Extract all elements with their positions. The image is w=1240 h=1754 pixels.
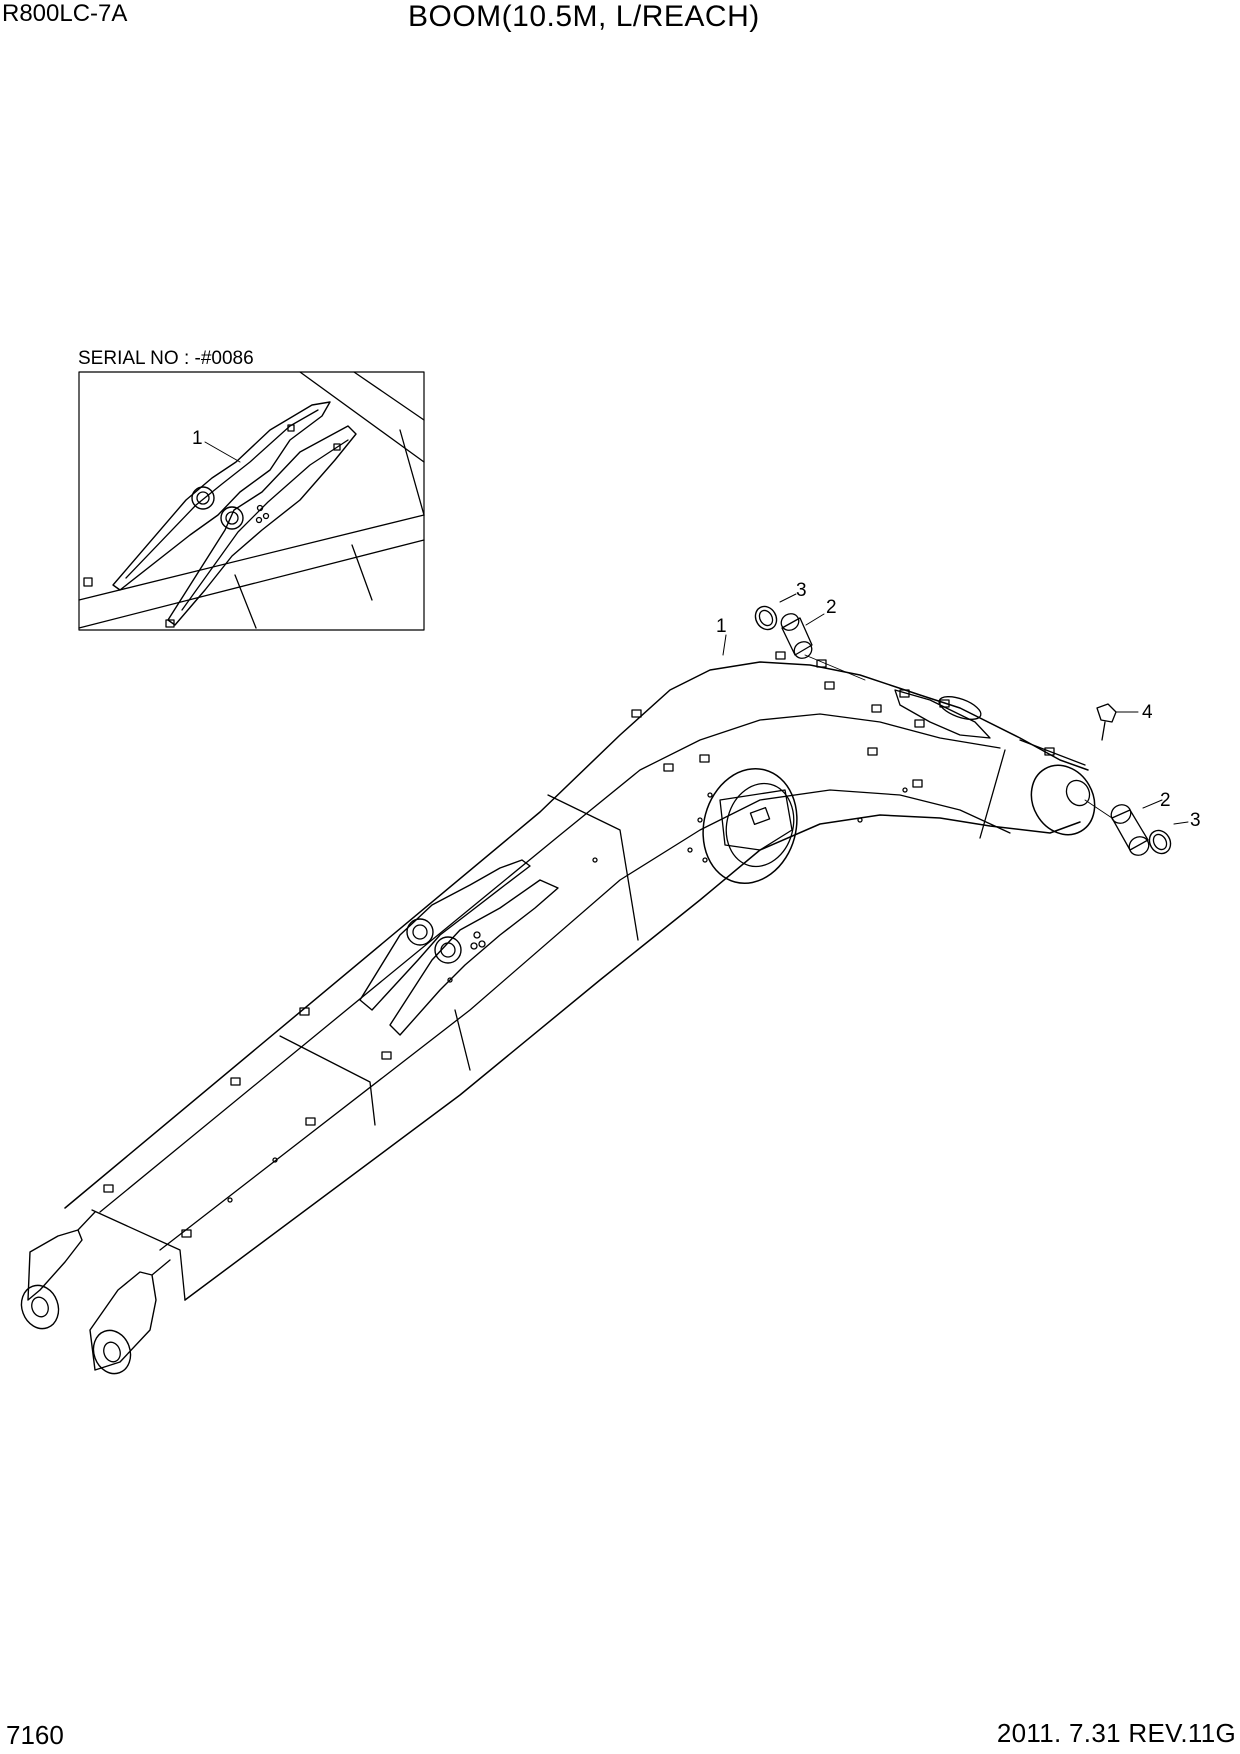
callout-3-upper: 3 [796,580,807,601]
inset-leader-1 [204,441,241,463]
boom-top-inner-edge [99,713,1001,1213]
callout-2-upper: 2 [826,597,837,618]
inset-boom-bottom-edge [78,539,425,629]
boom-tabs [103,651,1055,1238]
leader-1 [722,634,727,656]
front-bracket-rear [359,859,531,1011]
inset-detail: 1 [78,371,425,631]
inset-boom-right-edge [299,371,425,463]
boom-foot-boss [1030,764,1096,836]
cylinder-mount-boss [702,767,798,885]
boom-top-edge [64,661,1089,1209]
inset-callout-1: 1 [192,428,203,449]
inset-frame [78,371,425,631]
leader-3-lower [1173,821,1189,825]
inset-boom-top-edge [353,371,425,421]
model-code: R800LC-7A [2,0,128,27]
front-bracket-front [389,879,559,1036]
callout-4: 4 [1142,702,1153,723]
callout-2-lower: 2 [1160,790,1171,811]
leader-3-upper [779,593,797,603]
part-3-lower-ring [1148,829,1172,855]
inset-bracket-front [167,425,357,626]
boom-side-line [159,789,1011,1251]
leader-2-lower [1142,799,1163,809]
part-2-lower-bushing [1111,809,1149,851]
inset-bracket-rear [112,401,331,591]
boom-bottom-edge [184,814,1081,1301]
boom-foot-bore [1065,779,1091,807]
callout-1: 1 [716,616,727,637]
revision-date: 2011. 7.31 REV.11G [996,1718,1236,1748]
boom-top-plate [894,689,991,739]
boom-bolt-dots [227,787,908,1203]
callout-3-lower: 3 [1190,810,1201,831]
boom-tip-right-boss [89,1271,157,1371]
part-4-grease-nipple [1096,703,1117,723]
inset-bracket-front-bore [220,506,244,530]
inset-bracket-rear-bore [191,486,215,510]
leader-2-upper [805,613,825,626]
diagram-title: BOOM(10.5M, L/REACH) [408,0,760,33]
inset-boom-lower-edge [78,514,425,601]
inset-serial-note: SERIAL NO : -#0086 [78,348,254,369]
page-number: 7160 [6,1720,64,1750]
boom-tip-left-boss [27,1229,83,1301]
cylinder-mount-pin [719,789,793,851]
part-2-upper-bushing [781,617,813,656]
part-3-upper-ring [754,605,778,631]
boom-assembly [20,651,1096,1375]
